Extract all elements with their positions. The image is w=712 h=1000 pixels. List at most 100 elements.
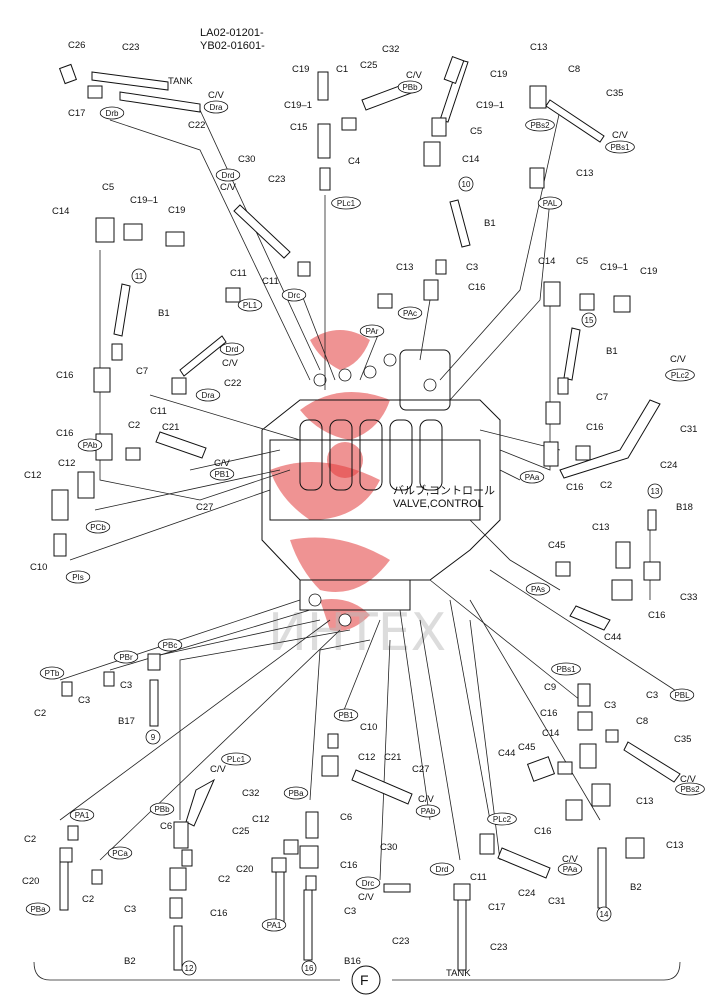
callout-cv10: C/V: [210, 764, 227, 775]
callout-c31a: C31: [680, 424, 697, 435]
callout-c6b: C6: [160, 821, 172, 832]
callout-c2b: C2: [600, 480, 612, 491]
callout-c24b: C24: [518, 888, 535, 899]
port-tag-pbs1b: PBs1: [551, 662, 581, 676]
callout-cv6: C/V: [214, 458, 231, 469]
callout-c3c: C3: [120, 680, 132, 691]
port-tag-drd3: Drd: [429, 862, 455, 876]
callout-b1b: B1: [158, 308, 170, 319]
port-tag-pal: PAL: [537, 196, 563, 210]
port-tag-label: Drd: [226, 345, 239, 354]
callout-c14a: C14: [462, 154, 479, 165]
port-tag-label: PBs2: [530, 121, 550, 130]
callout-c191a: C19–1: [284, 100, 312, 111]
port-tag-drd: Drd: [215, 168, 241, 182]
port-tag-label: PLc2: [671, 371, 690, 380]
callout-c33: C33: [680, 592, 697, 603]
port-tags: DrbDraPBbPBs2PBs1PLc1DrdPALPL1DrcPArPAcD…: [25, 80, 705, 932]
ref-circle-label: 15: [585, 316, 594, 325]
callout-c10a: C10: [30, 562, 47, 573]
callout-b16: B16: [344, 956, 361, 967]
callout-c16e: C16: [566, 482, 583, 493]
port-tag-label: PBs1: [610, 143, 630, 152]
callout-c3e: C3: [604, 700, 616, 711]
callout-c45b: C45: [518, 742, 535, 753]
callout-c11d: C11: [470, 872, 487, 883]
port-tag-label: PB1: [338, 711, 354, 720]
serial-range-1: LA02-01201-: [200, 27, 264, 39]
section-letter: F: [360, 972, 369, 988]
port-tag-label: PBL: [674, 691, 690, 700]
callout-c13f: C13: [666, 840, 683, 851]
ref-circle-n11a: 11: [131, 268, 147, 284]
callout-c22a: C22: [188, 120, 205, 131]
callout-cv9: C/V: [418, 794, 435, 805]
port-tag-pbb2: PBb: [149, 802, 175, 816]
callout-c16b: C16: [56, 370, 73, 381]
port-tag-plc2a: PLc2: [665, 368, 695, 382]
callout-c4: C4: [348, 156, 360, 167]
port-tag-label: PLc2: [493, 815, 512, 824]
callout-c16g: C16: [540, 708, 557, 719]
ref-circle-label: 12: [185, 964, 194, 973]
port-tag-pab: PAb: [77, 438, 103, 452]
callout-c12a: C12: [58, 458, 75, 469]
valve-label-jp: バルブ,コントロール: [393, 483, 495, 497]
port-tag-label: PBr: [119, 653, 133, 662]
port-tag-pbl: PBL: [669, 688, 695, 702]
callout-c23c: C23: [392, 936, 409, 947]
port-tag-label: PAa: [525, 473, 540, 482]
callout-c5c: C5: [576, 256, 588, 267]
callout-c2d: C2: [218, 874, 230, 885]
port-tag-drc: Drc: [281, 288, 307, 302]
port-tag-label: PBs1: [556, 665, 576, 674]
callout-c32b: C32: [242, 788, 259, 799]
callout-c27a: C27: [196, 502, 213, 513]
callout-c3g: C3: [124, 904, 136, 915]
callout-c5a: C5: [470, 126, 482, 137]
port-tag-drb: Drb: [99, 106, 125, 120]
port-tag-label: PL1: [243, 301, 258, 310]
callout-c2c: C2: [34, 708, 46, 719]
callout-cv7: C/V: [670, 354, 687, 365]
port-tag-label: PAr: [366, 327, 379, 336]
port-tag-label: PAL: [543, 199, 558, 208]
callout-c23d: C23: [490, 942, 507, 953]
port-tag-label: Drb: [106, 109, 119, 118]
port-tag-label: PLc1: [337, 199, 356, 208]
callout-cv12: C/V: [562, 854, 579, 865]
callout-c11b: C11: [262, 276, 279, 287]
port-tag-paa2: PAa: [557, 862, 583, 876]
port-tag-label: PA1: [267, 921, 282, 930]
ref-circle-label: 13: [651, 487, 660, 496]
port-tag-pa1a: PA1: [69, 808, 95, 822]
callout-c17a: C17: [68, 108, 85, 119]
callout-c2a: C2: [128, 420, 140, 431]
fittings: [51, 56, 661, 919]
callout-c20b: C20: [22, 876, 39, 887]
callout-c21b: C21: [384, 752, 401, 763]
callout-c8b: C8: [636, 716, 648, 727]
callout-c44a: C44: [604, 632, 621, 643]
ref-circle-n12: 12: [181, 960, 197, 976]
port-tag-plc1a: PLc1: [331, 196, 361, 210]
port-tag-label: PAb: [83, 441, 98, 450]
callout-c23a: C23: [122, 42, 139, 53]
port-tag-pis: PIs: [65, 570, 91, 584]
callout-c25a: C25: [360, 60, 377, 71]
valve-label-en: VALVE,CONTROL: [393, 498, 484, 510]
callout-c13c: C13: [396, 262, 413, 273]
port-tag-pb1b: PB1: [333, 708, 359, 722]
callout-c19c: C19: [168, 205, 185, 216]
port-tag-dra1: Dra: [203, 100, 229, 114]
callout-cv3: C/V: [612, 130, 629, 141]
callout-c8a: C8: [568, 64, 580, 75]
ref-circle-label: 10: [462, 180, 471, 189]
callout-c21a: C21: [162, 422, 179, 433]
port-tag-paa1: PAa: [519, 470, 545, 484]
port-tag-plc2b: PLc2: [487, 812, 517, 826]
port-tag-label: PBa: [30, 905, 46, 914]
port-tag-label: PAc: [403, 309, 417, 318]
